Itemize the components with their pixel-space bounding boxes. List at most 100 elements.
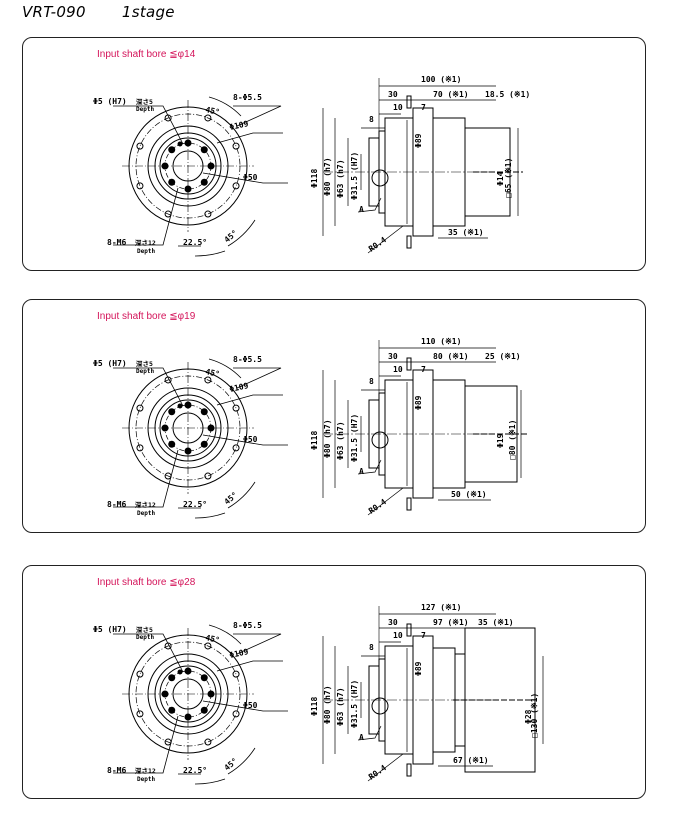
bolt-hole <box>136 670 144 678</box>
bolt-hole <box>136 142 144 150</box>
dowel-hole-label: Φ5 (H7) <box>93 625 127 634</box>
bolt-hole <box>232 710 240 718</box>
dim-d80: Φ80 (h7) <box>323 419 332 458</box>
side-view <box>322 606 544 782</box>
tap-label: 8-M6 <box>107 500 126 509</box>
dim-square: □130 (※1) <box>530 693 539 738</box>
bolt-hole <box>204 376 212 384</box>
angle3-label: 45° <box>223 228 240 244</box>
bolt-hole <box>204 210 212 218</box>
dim-d118: Φ118 <box>310 169 319 188</box>
output-key <box>371 169 389 187</box>
bolt-hole <box>232 404 240 412</box>
dim-8: 8 <box>369 377 374 386</box>
tap-hole <box>161 162 169 170</box>
stage-label: 1stage <box>121 3 175 21</box>
tap-hole <box>168 408 176 416</box>
dim-input-bore: Φ19 <box>496 433 505 448</box>
dim-total: 110 (※1) <box>421 337 461 346</box>
dim-input-bore: Φ28 <box>524 709 533 724</box>
model-name: VRT-090 <box>22 3 86 21</box>
dowel-depth-jp: 深さ5 <box>136 97 153 106</box>
dim-input-bore: Φ14 <box>496 171 505 186</box>
input-shaft-bore-label: Input shaft bore ≦φ19 <box>97 311 196 322</box>
dim-flange: 30 <box>388 352 398 361</box>
tap-hole <box>168 178 176 186</box>
dim-body: 80 (※1) <box>433 352 469 361</box>
tap-depth: Depth <box>137 248 155 255</box>
dim-d31: Φ31.5 (H7) <box>350 680 359 728</box>
bolt-hole-label: 8-Φ5.5 <box>233 93 262 102</box>
dim-d31: Φ31.5 (H7) <box>350 152 359 200</box>
dim-input-length: 25 (※1) <box>485 352 521 361</box>
tap-hole <box>200 440 208 448</box>
tap-hole <box>168 706 176 714</box>
dim-input-length: 18.5 (※1) <box>485 90 530 99</box>
tap-depth: Depth <box>137 776 155 783</box>
dim-total: 100 (※1) <box>421 75 461 84</box>
bolt-hole-label: 8-Φ5.5 <box>233 621 262 630</box>
dowel-depth: Depth <box>136 634 154 641</box>
dim-r: R0.4 <box>367 763 388 782</box>
angle-label: 45° <box>205 367 221 379</box>
dim-body: 70 (※1) <box>433 90 469 99</box>
tap-hole <box>200 408 208 416</box>
tap-hole <box>168 674 176 682</box>
tap-hole <box>207 690 215 698</box>
pcd-label: Φ109 <box>229 119 250 132</box>
bolt-hole <box>136 404 144 412</box>
bolt-hole <box>204 738 212 746</box>
page-title: VRT-090 1stage <box>22 3 175 21</box>
front-view <box>113 96 288 257</box>
tap-label: 8-M6 <box>107 766 126 775</box>
dim-r: R0.4 <box>367 235 388 254</box>
dim-input-length: 35 (※1) <box>478 618 514 627</box>
dim-d63: Φ63 (h7) <box>336 687 345 726</box>
output-key <box>371 697 389 715</box>
dim-total: 127 (※1) <box>421 603 461 612</box>
dim-d118: Φ118 <box>310 697 319 716</box>
bolt-hole <box>136 444 144 452</box>
dim-8: 8 <box>369 643 374 652</box>
bolt-hole <box>232 444 240 452</box>
dowel-depth: Depth <box>136 106 154 113</box>
dim-d80: Φ80 (h7) <box>323 157 332 196</box>
tap-label: 8-M6 <box>107 238 126 247</box>
output-key <box>371 431 389 449</box>
tap-hole <box>161 424 169 432</box>
dowel-hole <box>177 141 183 147</box>
front-view <box>113 624 288 785</box>
tap-hole <box>184 713 192 721</box>
dowel-hole <box>177 669 183 675</box>
dowel-depth-jp: 深さ5 <box>136 359 153 368</box>
dim-7: 7 <box>421 631 426 640</box>
dowel-depth: Depth <box>136 368 154 375</box>
dim-d63: Φ63 (h7) <box>336 159 345 198</box>
tap-hole <box>184 667 192 675</box>
dim-d89: Φ89 <box>414 133 423 148</box>
bolt-hole <box>232 670 240 678</box>
dim-d80: Φ80 (h7) <box>323 685 332 724</box>
angle-label: 45° <box>205 105 221 117</box>
boss-label: Φ50 <box>243 173 258 182</box>
boss-label: Φ50 <box>243 701 258 710</box>
bolt-hole-label: 8-Φ5.5 <box>233 355 262 364</box>
tap-hole <box>200 178 208 186</box>
dim-bottom: 67 (※1) <box>453 756 489 765</box>
pcd-label: Φ109 <box>229 647 250 660</box>
tap-hole <box>168 146 176 154</box>
dowel-hole-label: Φ5 (H7) <box>93 359 127 368</box>
tap-hole <box>200 706 208 714</box>
bolt-hole <box>232 142 240 150</box>
angle3-label: 45° <box>223 490 240 506</box>
dim-flange: 30 <box>388 90 398 99</box>
dowel-hole <box>177 403 183 409</box>
angle2-label: 22.5° <box>183 766 207 775</box>
dim-10: 10 <box>393 103 403 112</box>
dim-d63: Φ63 (h7) <box>336 421 345 460</box>
pcd-label: Φ109 <box>229 381 250 394</box>
tap-hole <box>200 674 208 682</box>
